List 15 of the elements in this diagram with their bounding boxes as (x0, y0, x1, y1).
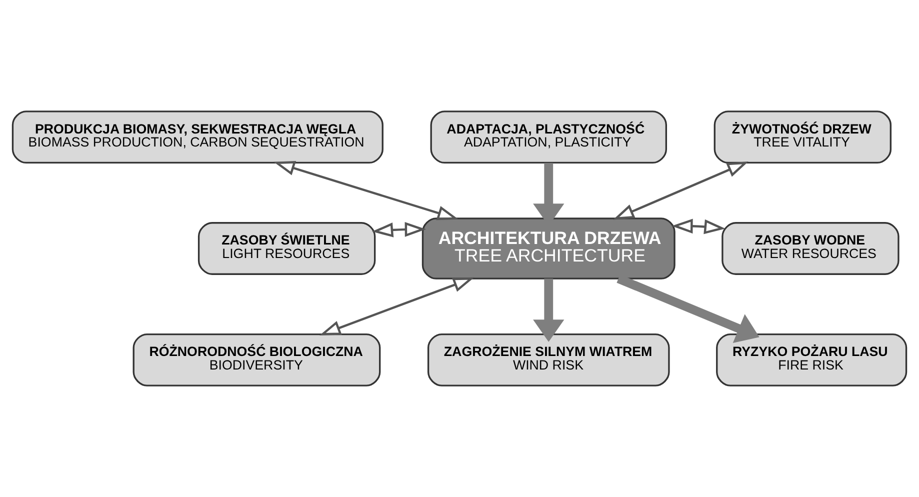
node-box: ZASOBY WODNE WATER RESOURCES (722, 222, 900, 275)
arrow (372, 222, 426, 238)
node-box: ADAPTACJA, PLASTYCZNOŚĆ ADAPTATION, PLASTICITY (430, 110, 668, 164)
arrow (613, 162, 748, 220)
node-box: ARCHITEKTURA DRZEWA TREE ARCHITECTURE (422, 218, 676, 280)
arrow (320, 277, 474, 336)
node-box: RÓŻNORODNOŚĆ BIOLOGICZNA BIODIVERSITY (132, 333, 381, 386)
arrow (274, 161, 459, 220)
node-box: ŻYWOTNOŚĆ DRZEW TREE VITALITY (714, 110, 892, 164)
node-box: ZAGROŻENIE SILNYM WIATREM WIND RISK (427, 333, 670, 386)
node-box: RYZYKO POŻARU LASU FIRE RISK (716, 333, 908, 386)
node-box: ZASOBY ŚWIETLNE LIGHT RESOURCES (198, 222, 376, 275)
arrow (672, 218, 726, 234)
arrow (533, 278, 564, 342)
node-box: PRODUKCJA BIOMASY, SEKWESTRACJA WĘGLA BIOMASS PRODUCTION, CARBON SEQUESTRATION (12, 110, 384, 164)
